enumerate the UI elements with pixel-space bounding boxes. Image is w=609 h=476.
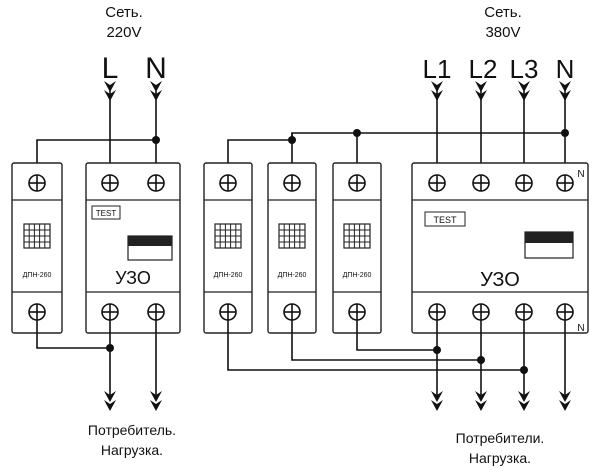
- right-supply-voltage: 380V: [485, 24, 520, 41]
- right-output-arrow-L2: [475, 391, 487, 411]
- right-consumer-line1: Потребители.: [456, 430, 545, 446]
- left-junction-node: [152, 136, 160, 144]
- right-output-node-L2: [477, 356, 485, 364]
- left-output-arrow-L: [104, 391, 116, 411]
- left-rcd-bottom-terminal-N: [147, 303, 165, 321]
- right-input-arrow-L2: [475, 81, 487, 101]
- left-scheme: Сеть. 220V L N ДПН-260: [11, 4, 181, 458]
- left-input-arrow-N: [150, 81, 162, 101]
- right-relay-3-display-grid: [343, 223, 371, 249]
- left-relay-display-grid: [23, 223, 51, 249]
- right-rcd-terminal-mark-top: N: [577, 169, 584, 180]
- right-rcd-lever: [524, 231, 574, 259]
- right-relay-2: ДПН-260: [267, 162, 317, 334]
- right-junction-node-2: [353, 129, 361, 137]
- right-relay-3-top-terminal: [348, 174, 366, 192]
- left-rcd-top-terminal-L: [101, 174, 119, 192]
- right-consumer-line2: Нагрузка.: [469, 450, 531, 466]
- right-relay-2-bottom-terminal: [283, 303, 301, 321]
- left-relay: ДПН-260: [11, 162, 63, 334]
- right-output-arrow-L1: [431, 391, 443, 411]
- right-relay-3-label: ДПН-260: [343, 272, 372, 279]
- left-supply-voltage: 220V: [106, 24, 141, 41]
- right-rcd-test-button: TEST: [433, 215, 457, 225]
- left-consumer-line2: Нагрузка.: [101, 442, 163, 458]
- left-rcd-test-button: TEST: [96, 209, 117, 218]
- right-input-arrow-L1: [431, 81, 443, 101]
- right-scheme: Сеть. 380V L1 L2 L3 N ДПН-26: [203, 4, 589, 466]
- right-rcd-bottom-terminal-L1: [428, 303, 446, 321]
- left-rcd-lever: [127, 235, 173, 261]
- left-rcd-top-terminal-N: [147, 174, 165, 192]
- right-phase-label-L3: L3: [510, 54, 539, 84]
- right-rcd-terminal-mark-bottom: N: [577, 323, 584, 334]
- right-rcd-label: УЗО: [480, 269, 520, 291]
- right-rcd-bottom-terminal-L3: [515, 303, 533, 321]
- right-relay-2-display-grid: [278, 223, 306, 249]
- left-output-arrow-N: [150, 391, 162, 411]
- right-output-node-L1: [433, 346, 441, 354]
- right-supply-title: Сеть.: [484, 4, 522, 21]
- right-relay-1-bottom-terminal: [219, 303, 237, 321]
- right-rcd: TEST УЗО N N: [411, 162, 589, 334]
- left-rcd-label: УЗО: [115, 268, 151, 288]
- left-supply-title: Сеть.: [105, 4, 143, 21]
- right-relay-1: ДПН-260: [203, 162, 253, 334]
- right-input-arrow-L3: [518, 81, 530, 101]
- left-relay-bottom-terminal: [28, 303, 46, 321]
- right-input-arrow-N: [559, 81, 571, 101]
- left-rcd-bottom-terminal-L: [101, 303, 119, 321]
- right-output-arrow-L3: [518, 391, 530, 411]
- right-relay-3: ДПН-260: [332, 162, 382, 334]
- right-relay-3-bottom-terminal: [348, 303, 366, 321]
- right-output-arrow-N: [559, 391, 571, 411]
- right-rcd-bottom-terminal-L2: [472, 303, 490, 321]
- left-phase-label-L: L: [102, 52, 119, 85]
- right-relay-2-label: ДПН-260: [278, 272, 307, 279]
- right-rcd-bottom-terminal-N: [556, 303, 574, 321]
- left-consumer-line1: Потребитель.: [88, 422, 176, 438]
- right-relay-1-display-grid: [214, 223, 242, 249]
- right-junction-node-1: [288, 136, 296, 144]
- left-input-arrow-L: [104, 81, 116, 101]
- right-relay-1-top-terminal: [219, 174, 237, 192]
- right-rcd-top-terminal-L1: [428, 174, 446, 192]
- right-junction-node-N: [561, 129, 569, 137]
- right-relay-2-top-terminal: [283, 174, 301, 192]
- left-rcd: TEST УЗО: [85, 162, 181, 334]
- left-relay-top-terminal: [28, 174, 46, 192]
- right-phase-label-L1: L1: [423, 54, 452, 84]
- right-output-node-L3: [520, 366, 528, 374]
- left-relay-label: ДПН-260: [23, 272, 52, 279]
- right-phase-label-N: N: [556, 54, 575, 84]
- left-output-node: [106, 344, 114, 352]
- right-phase-label-L2: L2: [469, 54, 498, 84]
- right-rcd-top-terminal-N: [556, 174, 574, 192]
- right-rcd-top-terminal-L3: [515, 174, 533, 192]
- left-phase-label-N: N: [145, 52, 167, 85]
- right-rcd-top-terminal-L2: [472, 174, 490, 192]
- right-relay-1-label: ДПН-260: [214, 272, 243, 279]
